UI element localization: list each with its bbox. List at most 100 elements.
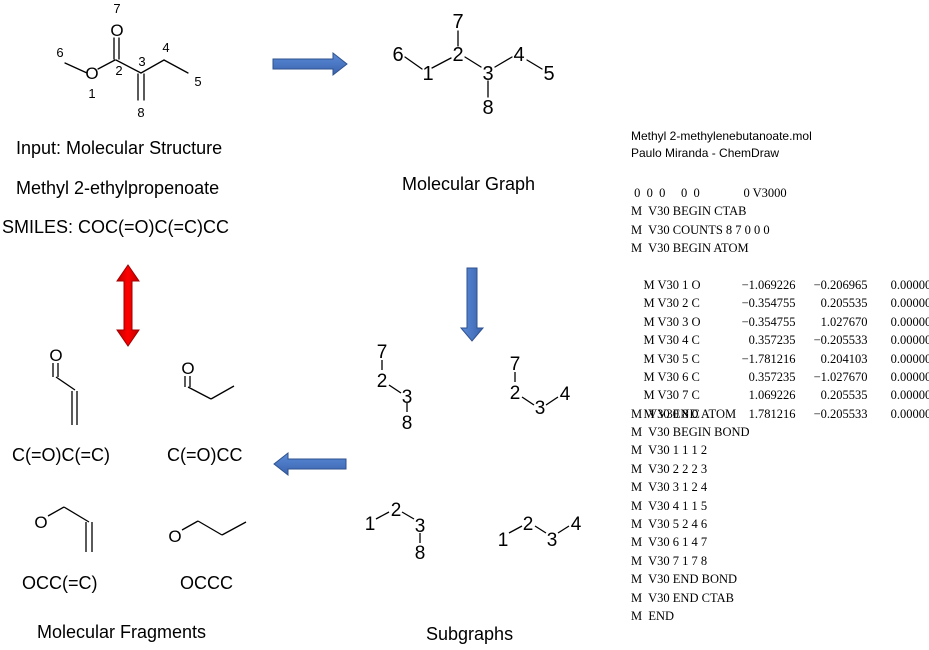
molfile-bond-row: M V30 6 1 4 7 [631,535,708,550]
molfile-line: M V30 END CTAB [631,590,734,605]
fragment-1-bond-cc [55,376,76,391]
molfile-line: M V30 BEGIN CTAB [631,204,747,219]
subgraph-1-node-3: 3 [402,387,413,408]
molfile-bond-row: M V30 5 2 4 6 [631,517,708,532]
graph-node-8: 8 [482,97,493,119]
molfile-author: Paulo Miranda - ChemDraw [631,146,780,160]
bond-c6-o1 [64,62,88,74]
molecular-graph-caption: Molecular Graph [402,174,536,194]
graph-edge-2-3 [464,56,482,68]
subgraphs-caption: Subgraphs [426,624,514,644]
fragment-3-smiles: OCC(=C) [22,573,98,593]
fragment-3-structure [47,506,93,552]
graph-node-6: 6 [392,44,403,66]
subgraph-3-node-8: 8 [415,543,426,564]
atom-number-8: 8 [137,105,144,120]
subgraph-4-edge-3-4 [557,525,570,534]
molecular-graph [404,30,543,98]
molfile-bond-row: M V30 1 1 1 2 [631,443,708,458]
arrow-graph-to-subgraphs [459,267,485,342]
molfile-bond-row: M V30 7 1 7 8 [631,553,708,568]
molfile-bond-row: M V30 4 1 1 5 [631,498,708,513]
subgraph-2-node-4: 4 [560,384,571,405]
fragment-1-structure [52,363,78,425]
subgraph-2-edge-2-3 [521,396,535,406]
subgraph-2: 7 2 3 4 [510,354,571,419]
fragment-4-smiles: OCCC [180,573,233,593]
fragment-4-bond-oc [181,520,199,531]
molfile-line: M V30 END ATOM [631,406,737,421]
subgraph-4-node-4: 4 [571,514,582,535]
graph-node-2: 2 [452,44,463,66]
subgraph-4-node-3: 3 [547,530,558,551]
graph-node-1: 1 [422,63,433,85]
molfile-bond-row: M V30 2 2 2 3 [631,461,708,476]
fragment-2-structure [184,376,235,400]
molfile-line: M V30 COUNTS 8 7 0 0 0 [631,222,770,237]
graph-node-7: 7 [452,11,463,33]
subgraph-4-edge-2-3 [534,525,547,534]
subgraph-3-node-3: 3 [415,516,426,537]
fragment-3-bond-oc [47,506,65,517]
fragment-4-structure [181,520,247,536]
subgraph-3: 1 2 3 8 [365,500,426,564]
subgraph-3-node-1: 1 [365,514,376,535]
arrow-structure-fragments-bidirectional [116,264,140,347]
molecule-name: Methyl 2-ethylpropenoate [16,178,220,198]
molfile-line: M V30 END BOND [631,572,738,587]
fragment-2-smiles: C(=O)CC [167,445,243,465]
molfile-line: M V30 BEGIN ATOM [631,241,749,256]
graph-node-4: 4 [513,44,524,66]
subgraph-2-node-3: 3 [535,398,546,419]
graph-edge-1-2 [431,57,452,69]
atom-number-7: 7 [113,1,120,16]
molfile-listing: Methyl 2-methylenebutanoate.mol Paulo Mi… [631,128,929,625]
atom-o-ester: O [85,64,98,83]
subgraph-3-edge-1-2 [375,511,390,520]
fragments-caption: Molecular Fragments [37,622,207,642]
molfile-line: M END [631,608,675,623]
atom-number-3: 3 [138,54,145,69]
atom-o-carbonyl: O [110,21,123,40]
fragment-4-atom-o: O [168,527,181,546]
graph-node-3: 3 [482,63,493,85]
graph-edge-6-1 [404,56,423,70]
subgraph-3-node-2: 2 [391,500,402,521]
graph-node-5: 5 [543,63,554,85]
fragment-4-bond-cc1 [197,520,223,536]
bond-c2-c3 [115,59,142,74]
molfile-title: Methyl 2-methylenebutanoate.mol [631,129,812,143]
fragment-3-atom-o: O [34,513,47,532]
bond-c4-c5 [163,59,189,74]
graph-edge-3-4 [494,56,513,68]
subgraph-1-node-2: 2 [377,371,388,392]
bond-o1-c2 [97,59,116,70]
bond-c3-c4 [140,59,165,74]
subgraph-1-node-7: 7 [377,342,388,363]
subgraph-2-node-7: 7 [510,354,521,375]
fragment-1-atom-o: O [49,346,62,365]
fragment-2-atom-o: O [181,359,194,378]
molfile-blank-line [631,162,927,184]
arrow-subgraphs-to-fragments [273,451,347,477]
atom-number-1: 1 [88,86,95,101]
input-molecule-structure [64,37,189,101]
subgraph-2-node-2: 2 [510,383,521,404]
atom-number-2: 2 [115,63,122,78]
fragment-3-bond-cc [63,506,90,523]
atom-number-4: 4 [162,40,169,55]
atom-number-6: 6 [56,45,63,60]
fragment-1-smiles: C(=O)C(=C) [12,445,110,465]
arrow-structure-to-graph [272,51,348,77]
molfile-line: M V30 BEGIN BOND [631,425,750,440]
subgraph-4-node-2: 2 [523,514,534,535]
molfile-counts-line: 0 0 0 0 0 0 V3000 [631,186,787,200]
subgraph-4-edge-1-2 [508,525,523,534]
